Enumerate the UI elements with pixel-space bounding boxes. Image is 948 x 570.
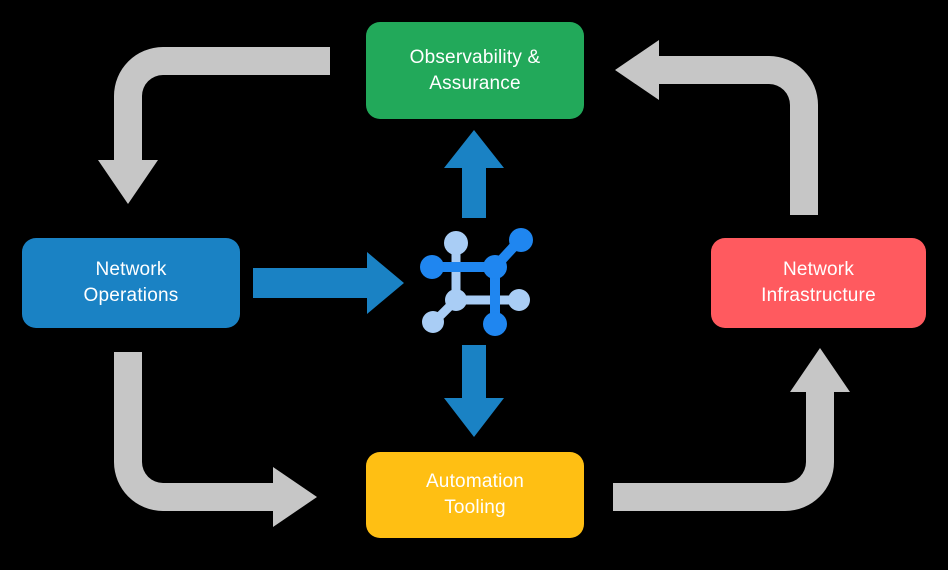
node-automation-tooling[interactable]: Automation Tooling	[366, 452, 584, 538]
node-network-infrastructure[interactable]: Network Infrastructure	[711, 238, 926, 328]
arrow-center-to-automation	[444, 345, 504, 437]
arrow-operations-to-center	[253, 252, 404, 314]
node-center-right	[483, 255, 507, 279]
arrow-center-to-observability	[444, 130, 504, 218]
arrow-infrastructure-to-observability	[615, 40, 818, 215]
arrow-operations-to-automation	[114, 352, 317, 527]
node-bottom-center	[483, 312, 507, 336]
node-observability-assurance[interactable]: Observability & Assurance	[366, 22, 584, 119]
node-network-operations[interactable]: Network Operations	[22, 238, 240, 328]
node-top-right	[509, 228, 533, 252]
node-operations-label: Network Operations	[83, 259, 179, 306]
node-observability-label: Observability & Assurance	[409, 46, 541, 94]
node-left	[420, 255, 444, 279]
node-infrastructure-label: Network Infrastructure	[761, 259, 876, 306]
node-mid-right	[508, 289, 530, 311]
node-mid-left	[445, 289, 467, 311]
arrow-observability-to-operations	[98, 47, 330, 204]
node-automation-label: Automation Tooling	[425, 471, 525, 518]
arrow-automation-to-infrastructure	[613, 348, 850, 511]
node-bottom-left	[422, 311, 444, 333]
node-top-center	[444, 231, 468, 255]
